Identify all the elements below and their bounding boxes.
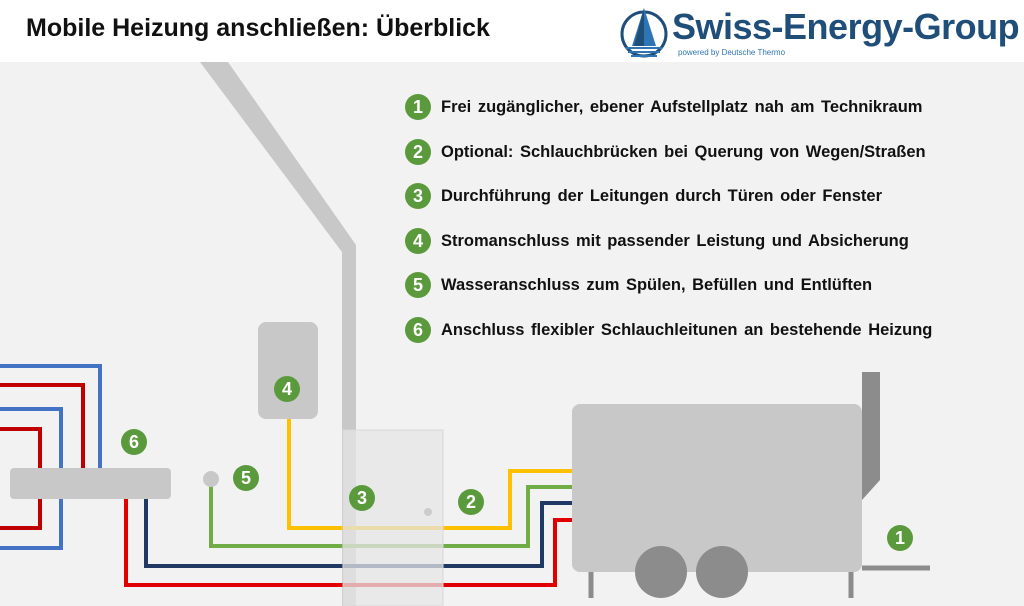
legend-text: Wasseranschluss zum Spülen, Befüllen und… [441,275,873,294]
marker-6: 6 [121,429,147,455]
page-title: Mobile Heizung anschließen: Überblick [26,14,490,42]
legend-badge: 6 [405,317,431,343]
marker-4: 4 [274,376,300,402]
legend-badge: 3 [405,183,431,209]
logo-ship-icon [620,8,668,58]
legend-text: Optional: Schlauchbrücken bei Querung vo… [441,142,926,161]
logo-name: Swiss-Energy-Group [672,6,1020,47]
legend-item: 6 Anschluss flexibler Schlauchleitunen an… [405,317,932,343]
legend-text: Anschluss flexibler Schlauchleitunen an … [441,320,933,339]
electrical-box [258,322,318,419]
legend-text: Stromanschluss mit passender Leistung un… [441,231,909,250]
chimney [862,372,880,500]
legend-item: 2 Optional: Schlauchbrücken bei Querung v… [405,139,926,165]
door [342,429,444,606]
legend-item: 4 Stromanschluss mit passender Leistung u… [405,228,909,254]
wheel [635,546,687,598]
heating-manifold [10,468,171,499]
marker-5: 5 [233,465,259,491]
wheel [696,546,748,598]
supply-hose [124,498,575,587]
legend-text: Durchführung der Leitungen durch Türen o… [441,186,883,205]
water-tap [203,471,219,487]
mobile-heating-trailer [572,404,862,572]
legend-text: Frei zugänglicher, ebener Aufstellplatz … [441,97,923,116]
marker-1: 1 [887,525,913,551]
water-hose [209,485,575,548]
legend-badge: 2 [405,139,431,165]
return-hose [144,498,575,568]
power-cable [287,418,575,530]
marker-2: 2 [458,489,484,515]
legend-badge: 4 [405,228,431,254]
heating-pipe-red-outer [0,383,85,470]
legend-badge: 1 [405,94,431,120]
legend-badge: 5 [405,272,431,298]
legend-item: 3 Durchführung der Leitungen durch Türen … [405,183,882,209]
legend-item: 5 Wasseranschluss zum Spülen, Befüllen un… [405,272,872,298]
heating-pipe-blue-outer [0,364,102,470]
logo: Swiss-Energy-Group powered by Deutsche T… [620,4,1020,60]
header: Mobile Heizung anschließen: Überblick Sw… [0,0,1024,62]
marker-3: 3 [349,485,375,511]
legend-item: 1 Frei zugänglicher, ebener Aufstellplatz… [405,94,922,120]
door-handle [424,508,432,516]
trailer-legs [588,565,930,598]
logo-tagline: powered by Deutsche Thermo [678,48,786,57]
wall [200,62,356,606]
